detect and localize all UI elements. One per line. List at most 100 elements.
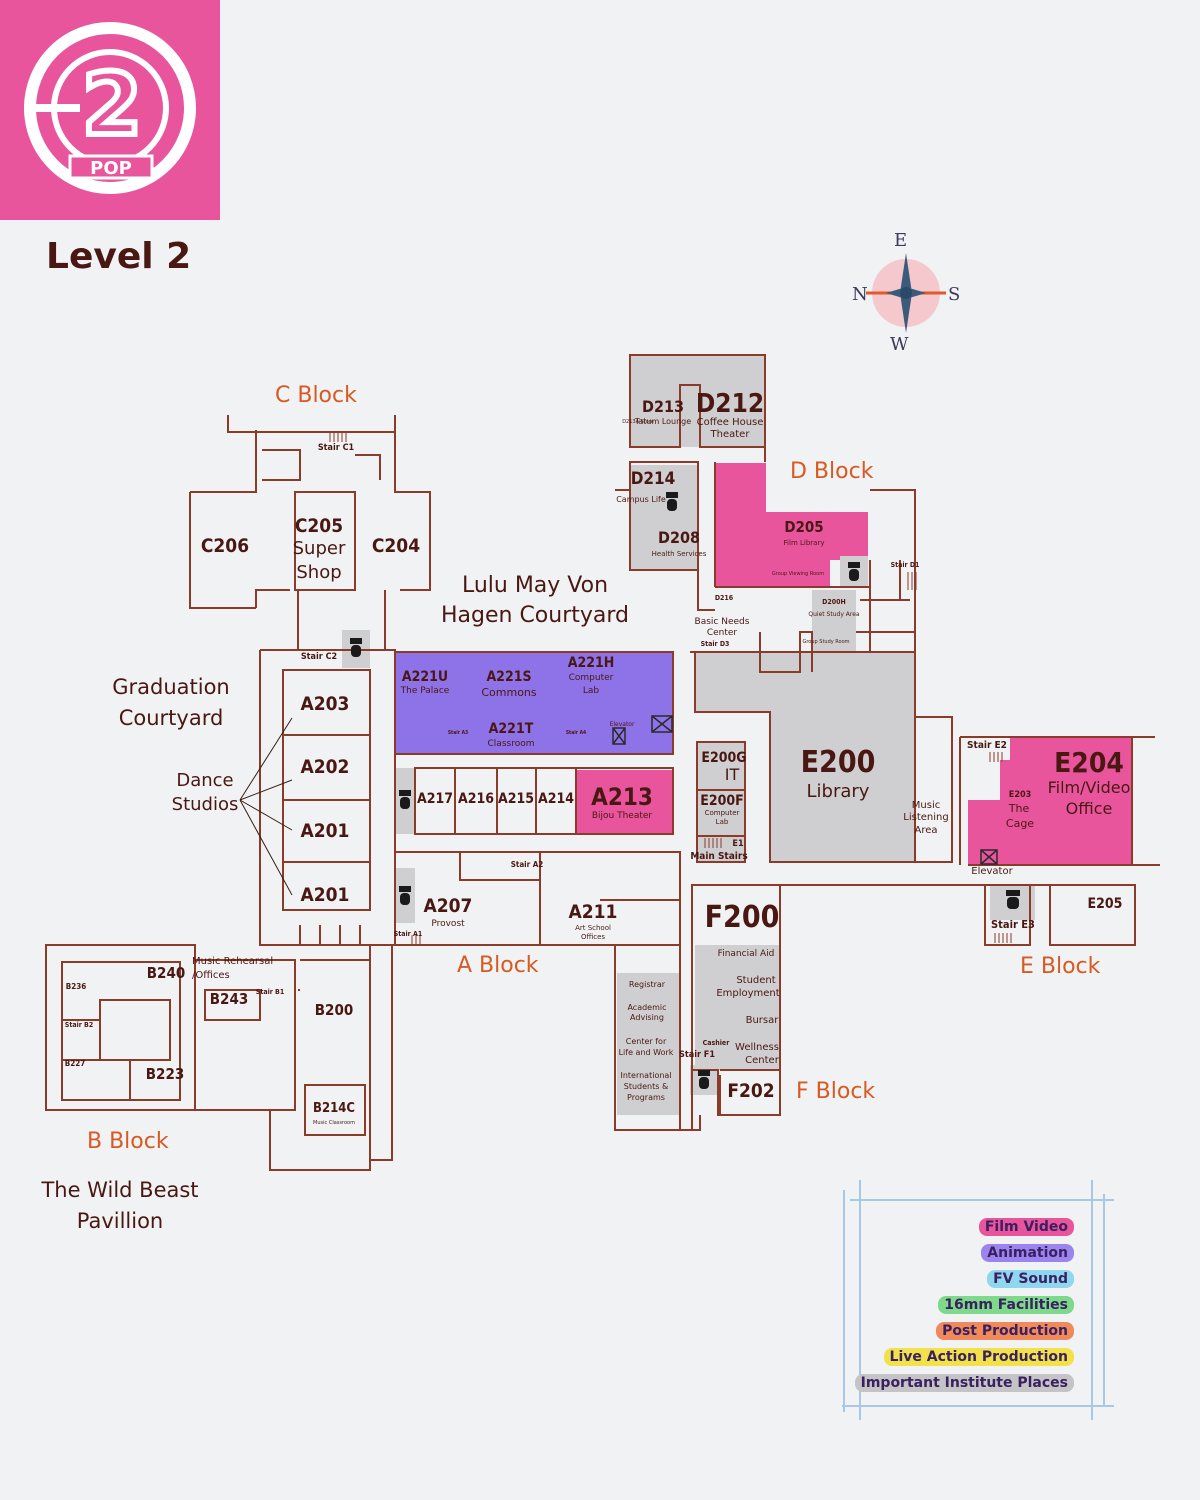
room-b243[interactable]: B243 xyxy=(210,990,248,1008)
d-block-label: D Block xyxy=(790,459,874,484)
student-employment-2: Employment xyxy=(716,988,779,999)
room-a201-upper[interactable]: A201 xyxy=(301,820,350,842)
room-e204-name-b: Office xyxy=(1066,799,1113,818)
film-area-e204[interactable] xyxy=(968,737,1132,865)
room-a203[interactable]: A203 xyxy=(301,693,350,715)
legend-item: FV Sound xyxy=(987,1270,1074,1288)
room-d205[interactable]: D205 xyxy=(784,518,823,536)
room-a221h[interactable]: A221H xyxy=(568,655,615,671)
intl-students-3: Programs xyxy=(627,1093,665,1102)
room-a211-name-a: Art School xyxy=(575,924,611,932)
center-life-work-2: Life and Work xyxy=(619,1048,674,1057)
institute-d200h[interactable] xyxy=(812,590,856,668)
e-block-label: E Block xyxy=(1020,954,1101,979)
room-e200f[interactable]: E200F xyxy=(700,793,744,809)
toilet-icons xyxy=(350,492,1020,1089)
room-c204[interactable]: C204 xyxy=(372,535,420,557)
dance-studios-2: Studios xyxy=(172,794,239,815)
room-a216[interactable]: A216 xyxy=(458,791,494,807)
room-a217[interactable]: A217 xyxy=(417,791,453,807)
room-e200[interactable]: E200 xyxy=(801,745,876,780)
room-f200[interactable]: F200 xyxy=(705,900,780,935)
room-a207-name: Provost xyxy=(431,919,465,929)
room-c206[interactable]: C206 xyxy=(201,535,249,557)
legend-item: Important Institute Places xyxy=(854,1374,1074,1392)
music-listening-1: Music xyxy=(912,800,940,811)
room-a213-name: Bijou Theater xyxy=(592,811,653,821)
room-a221s[interactable]: A221S xyxy=(486,669,531,685)
student-employment-1: Student xyxy=(736,975,775,986)
room-d208[interactable]: D208 xyxy=(658,528,700,547)
room-c205[interactable]: C205 xyxy=(295,515,343,537)
room-d200h[interactable]: D200H xyxy=(822,598,846,606)
grad-courtyard-1: Graduation xyxy=(112,675,230,699)
room-a221u[interactable]: A221U xyxy=(402,669,448,685)
institute-d212-d213[interactable] xyxy=(630,355,765,447)
room-e203[interactable]: E203 xyxy=(1009,790,1031,800)
room-d213[interactable]: D213 xyxy=(642,397,684,416)
room-b223[interactable]: B223 xyxy=(146,1065,184,1083)
room-d213a: D213A Store xyxy=(622,419,654,425)
room-a211[interactable]: A211 xyxy=(569,901,618,923)
legend-item: Post Production xyxy=(936,1322,1074,1340)
room-e200-name: Library xyxy=(807,781,870,802)
cashier: Cashier xyxy=(703,1039,731,1047)
room-a211-name-b: Offices xyxy=(581,933,605,941)
dance-studios-1: Dance xyxy=(176,770,233,791)
room-d212[interactable]: D212 xyxy=(696,389,764,419)
room-c205-name-a: Super xyxy=(293,538,346,559)
basic-needs-2: Center xyxy=(707,628,738,638)
room-a213[interactable]: A213 xyxy=(591,783,653,811)
elevator-icons xyxy=(612,715,998,865)
room-e204[interactable]: E204 xyxy=(1054,746,1124,779)
room-a221h-name-a: Computer xyxy=(569,673,614,683)
stair-c1: Stair C1 xyxy=(318,443,355,453)
room-a207[interactable]: A207 xyxy=(424,895,473,917)
stair-e1: E1 xyxy=(732,839,744,849)
room-a221t[interactable]: A221T xyxy=(489,721,534,737)
institute-e200-library[interactable] xyxy=(695,652,915,862)
legend-item: Live Action Production xyxy=(883,1348,1074,1366)
film-area-a213[interactable] xyxy=(576,770,673,834)
compass-s: S xyxy=(948,284,960,305)
legend-frame xyxy=(842,1180,1114,1420)
stair-a4: Stair A4 xyxy=(566,730,586,736)
room-a221h-name-b: Lab xyxy=(583,686,600,696)
room-e205[interactable]: E205 xyxy=(1088,896,1123,912)
legend-item: Animation xyxy=(981,1244,1074,1262)
room-d214[interactable]: D214 xyxy=(631,469,676,489)
building-walls xyxy=(45,354,1160,1171)
room-a214[interactable]: A214 xyxy=(538,791,574,807)
group-study-room: Group Study Room xyxy=(802,639,849,645)
room-b214c[interactable]: B214C xyxy=(313,1101,355,1116)
room-b236[interactable]: B236 xyxy=(66,982,87,991)
room-e200g[interactable]: E200G xyxy=(701,750,746,766)
room-a215[interactable]: A215 xyxy=(498,791,534,807)
room-a202[interactable]: A202 xyxy=(301,756,350,778)
stair-e3: Stair E3 xyxy=(991,918,1035,931)
room-b227[interactable]: B227 xyxy=(65,1059,86,1068)
institute-registrar[interactable] xyxy=(617,973,679,1115)
elevator-a: Elevator xyxy=(610,721,635,728)
room-a201-lower[interactable]: A201 xyxy=(301,884,350,906)
institute-f200-services[interactable] xyxy=(695,945,780,1070)
stair-e2: Stair E2 xyxy=(967,740,1007,751)
c-block-label: C Block xyxy=(275,383,357,408)
animation-area-a221[interactable] xyxy=(395,652,673,754)
room-b240[interactable]: B240 xyxy=(147,964,185,982)
room-f202[interactable]: F202 xyxy=(727,1080,774,1102)
room-b200[interactable]: B200 xyxy=(315,1001,353,1019)
wild-beast-2: Pavillion xyxy=(77,1209,164,1233)
room-b214c-name: Music Classroom xyxy=(313,1120,355,1126)
main-stairs: Main Stairs xyxy=(690,851,747,862)
room-d216[interactable]: D216 xyxy=(715,594,734,602)
campus-life: Campus Life xyxy=(616,495,666,504)
wellness-center-2: Center xyxy=(745,1055,780,1066)
room-e203-name-a: The xyxy=(1008,802,1030,815)
courtyard-name-1: Lulu May Von xyxy=(462,573,608,598)
film-area-d205[interactable] xyxy=(715,463,868,587)
institute-d214-d208[interactable] xyxy=(630,465,698,570)
a-block-label: A Block xyxy=(457,953,539,978)
